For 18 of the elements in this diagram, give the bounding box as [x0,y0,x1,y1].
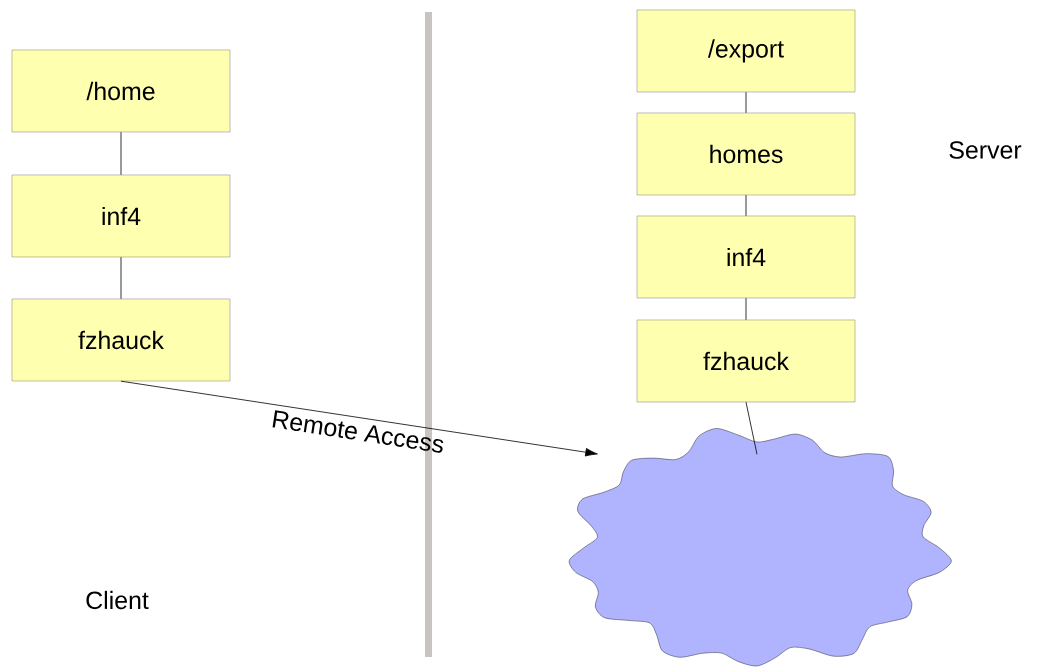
edge-label: Remote Access [272,410,444,453]
connector-line [745,297,747,321]
folder-box: inf4 [636,215,856,299]
connector-line [120,131,122,176]
folder-box: fzhauck [11,298,231,382]
folder-box: /home [11,49,231,133]
folder-box: inf4 [11,174,231,258]
folder-box: /export [636,9,856,93]
connector-line [745,194,747,217]
arrow [120,380,598,457]
connector-line [745,91,747,114]
side-label: Client [86,590,149,610]
cloud-shape [568,428,952,667]
connector-line [120,256,122,300]
folder-box: homes [636,112,856,196]
connector-line [745,401,758,455]
side-label: Server [949,141,1022,159]
folder-box: fzhauck [636,319,856,403]
